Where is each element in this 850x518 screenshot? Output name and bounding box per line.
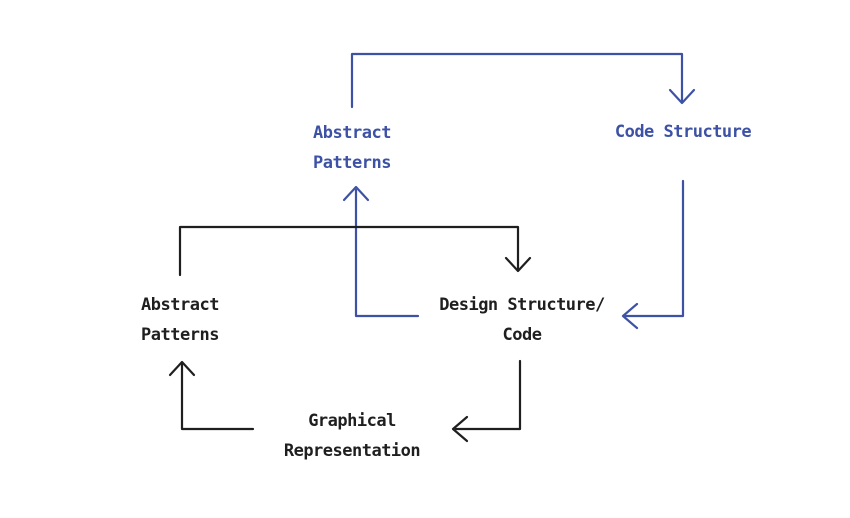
node-label-line: Graphical	[308, 411, 396, 431]
node-label-line: Design Structure/	[439, 295, 605, 315]
arrow-graphical-to-abstract-left	[168, 360, 255, 431]
node-label-line: Representation	[283, 441, 421, 461]
arrowhead-up-icon	[342, 185, 370, 202]
node-abstract-patterns-top: Abstract Patterns	[252, 118, 452, 178]
node-label-line: Patterns	[313, 153, 391, 173]
node-label-line: Patterns	[141, 325, 219, 345]
arrow-abstract-top-to-code-structure	[350, 52, 696, 109]
arrow-design-to-graphical	[451, 359, 522, 443]
node-abstract-patterns-left: Abstract Patterns	[80, 290, 280, 350]
node-label-line: Code Structure	[614, 122, 752, 142]
arrow-abstract-left-to-design	[178, 225, 532, 277]
node-code-structure: Code Structure	[583, 117, 783, 147]
arrowhead-up-icon	[168, 360, 196, 377]
arrowhead-down-icon	[504, 256, 532, 273]
arrowhead-down-icon	[668, 88, 696, 105]
arrowhead-left-icon	[621, 302, 639, 330]
node-label-line: Abstract	[313, 123, 391, 143]
node-design-structure-code: Design Structure/ Code	[412, 290, 632, 350]
arrow-design-to-abstract-top	[342, 185, 420, 318]
arrowhead-left-icon	[451, 415, 469, 443]
arrow-code-structure-to-design	[621, 179, 685, 330]
node-graphical-representation: Graphical Representation	[242, 406, 462, 466]
node-label-line: Code	[502, 325, 542, 345]
node-label-line: Abstract	[141, 295, 219, 315]
